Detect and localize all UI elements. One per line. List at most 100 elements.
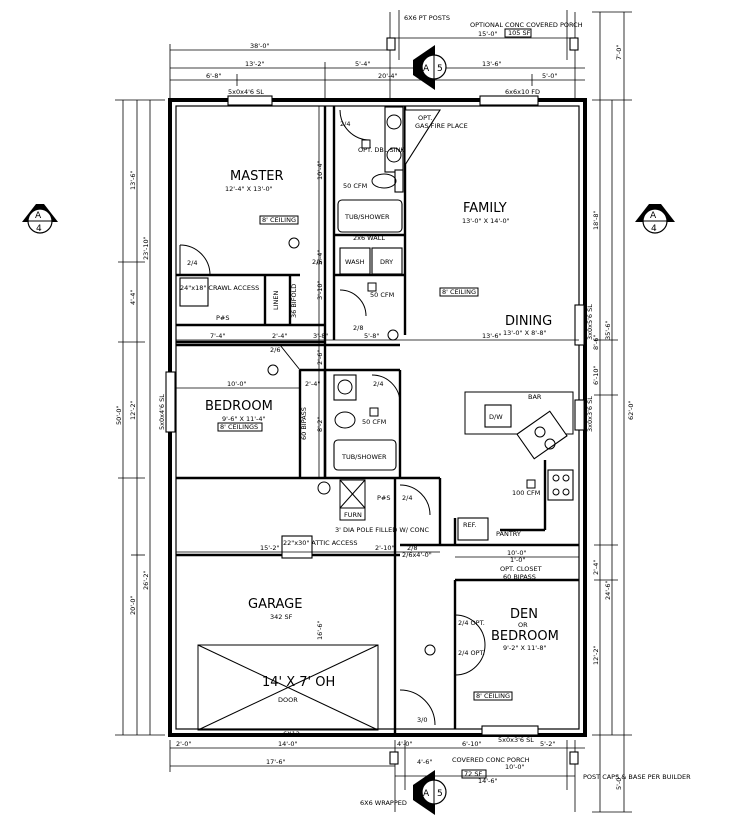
label-window-family: 6x6x10 FD xyxy=(505,88,540,96)
dim-right-4: 8'-6" xyxy=(592,335,600,350)
room-bedroom-size: 9'-6" X 11'-4" xyxy=(222,415,266,423)
section-a5-top-number: 5 xyxy=(437,64,443,74)
room-garage-name: GARAGE xyxy=(248,597,302,612)
label-cfm-laundry: 50 CFM xyxy=(370,291,394,299)
misc-labels: 5x0x4'6 SL 6x6x10 FD OPT. GAS FIRE PLACE… xyxy=(158,88,594,744)
dim-int-11: 1'-0" xyxy=(510,556,525,564)
dim-top-3: 13'-6" xyxy=(482,60,502,68)
room-bedroom-name: BEDROOM xyxy=(205,399,273,414)
dim-right-9: 12'-2" xyxy=(592,645,600,665)
label-wash: WASH xyxy=(345,258,365,266)
dim-top-4: 6'-8" xyxy=(206,72,221,80)
bottom-dimensions: 2'-0" 14'-0" 4'-0" 6'-10" 5'-2" 17'-6" 4… xyxy=(169,740,691,812)
dim-int-9: 2'-10" xyxy=(375,544,395,552)
room-bedroom-ceiling: 8' CEILINGS xyxy=(220,423,258,431)
label-porch-sf: 72 SF xyxy=(464,770,482,778)
section-a4-right-letter: A xyxy=(650,211,657,221)
dim-bot-5: 5'-2" xyxy=(540,740,555,748)
section-a4-right-number: 4 xyxy=(651,224,657,234)
top-dimensions: 38'-0" 15'-0" 13'-2" 5'-4" 13'-6" 6'-8" … xyxy=(169,10,585,100)
label-window-bed: 5x0x4'6 SL xyxy=(158,394,166,430)
section-marker-a5-top: A 5 xyxy=(413,45,447,90)
label-opt-fp: OPT. xyxy=(418,114,432,122)
interior-walls xyxy=(176,106,579,735)
dim-bot-9: 14'-6" xyxy=(478,777,498,785)
label-window-kit: 3x0x3'6 SL xyxy=(586,396,594,432)
dim-bot-7: 4'-6" xyxy=(417,758,432,766)
dim-left-6: 26'-2" xyxy=(142,570,150,590)
right-dimensions: 7'-0" 18'-8" 62'-0" 8'-6" 6'-10" 35'-6" … xyxy=(592,11,635,813)
label-cfm-hallbath: 50 CFM xyxy=(362,418,386,426)
fixtures xyxy=(165,95,585,736)
section-marker-a4-left: A 4 xyxy=(22,204,58,234)
dim-top-5: 20'-4" xyxy=(378,72,398,80)
label-dbl-sink: OPT. DBL SINK xyxy=(358,146,405,154)
garage-door-size: 14' X 7' OH xyxy=(262,675,335,690)
garage-door-label: DOOR xyxy=(278,696,298,704)
section-a5-bottom-number: 5 xyxy=(437,789,443,799)
label-window-side: 3x0x5'6 SL xyxy=(586,304,594,340)
dim-right-2: 18'-8" xyxy=(592,210,600,230)
section-a4-left-letter: A xyxy=(35,211,42,221)
label-tub-hall: TUB/SHOWER xyxy=(341,453,387,461)
label-crawl: 24"x18" CRAWL ACCESS xyxy=(180,284,259,292)
room-den-or: OR xyxy=(518,621,528,629)
porch-posts xyxy=(386,37,579,765)
room-den-alt: BEDROOM xyxy=(491,629,559,644)
label-cfm-kitchen: 100 CFM xyxy=(512,489,540,497)
dim-right-10: 5'-0" xyxy=(615,775,623,790)
room-master-size: 12'-4" X 13'-0" xyxy=(225,185,273,193)
section-a4-left-number: 4 xyxy=(36,224,42,234)
room-family-name: FAMILY xyxy=(463,201,507,216)
dim-int-5: 13'-6" xyxy=(482,332,502,340)
label-furn: FURN xyxy=(344,511,362,519)
dim-int-6: 10'-0" xyxy=(227,380,247,388)
label-door-master: 2/4 xyxy=(187,259,197,267)
label-door-den-2: 2/4 OPT. xyxy=(458,649,485,657)
room-dining-name: DINING xyxy=(505,314,552,329)
label-covered-porch: COVERED CONC PORCH xyxy=(452,756,530,764)
room-den-name: DEN xyxy=(510,607,538,622)
dim-left-2: 23'-10" xyxy=(142,236,150,260)
dim-mid-6: 16'-6" xyxy=(316,620,324,640)
label-window-master: 5x0x4'6 SL xyxy=(228,88,264,96)
dim-int-1: 7'-4" xyxy=(210,332,225,340)
label-header: 6X12 xyxy=(283,730,300,738)
room-master-ceiling: 8' CEILING xyxy=(262,216,296,224)
label-furn-dim: 2/6x4'-0" xyxy=(402,551,432,559)
dim-right-5: 6'-10" xyxy=(592,365,600,385)
label-ref: REF. xyxy=(463,521,476,529)
dim-int-2: 2'-4" xyxy=(272,332,287,340)
dim-int-7: 2'-4" xyxy=(305,380,320,388)
dim-left-1: 13'-6" xyxy=(129,170,137,190)
dim-top-2: 5'-4" xyxy=(355,60,370,68)
room-den-ceiling: 8' CEILING xyxy=(476,692,510,700)
dim-right-8: 2'-4" xyxy=(592,560,600,575)
label-attic: 22"x30" ATTIC ACCESS xyxy=(283,539,358,547)
interior-dimensions: 7'-4" 2'-4" 3'-8" 5'-8" 13'-6" 10'-0" 2'… xyxy=(176,106,579,640)
dim-left-5: 50'-0" xyxy=(115,405,123,425)
section-a5-bottom-letter: A xyxy=(423,789,430,799)
label-door-garage: 2/8 xyxy=(407,544,417,552)
label-cfm-master: 50 CFM xyxy=(343,182,367,190)
left-dimensions: 13'-6" 23'-10" 4'-4" 12'-2" 50'-0" 26'-2… xyxy=(115,99,165,736)
dim-left-7: 20'-0" xyxy=(129,595,137,615)
label-linen: LINEN xyxy=(272,290,280,310)
dim-bot-3: 4'-0" xyxy=(397,740,412,748)
label-2x6-wall: 2x6 WALL xyxy=(353,234,385,242)
dim-mid-4: 2'-6" xyxy=(316,350,324,365)
section-marker-a4-right: A 4 xyxy=(635,204,675,234)
dim-bot-6: 17'-6" xyxy=(266,758,286,766)
label-window-den: 5x0x3'6 SL xyxy=(498,736,534,744)
dim-bot-2: 14'-0" xyxy=(278,740,298,748)
doors xyxy=(179,109,486,726)
dim-bot-4: 6'-10" xyxy=(462,740,482,748)
label-bipass-bed: 60 BIPASS xyxy=(300,407,308,440)
label-porch-area: 105 SF xyxy=(508,29,531,37)
label-opt-closet: OPT. CLOSET xyxy=(500,565,542,573)
section-a5-top-letter: A xyxy=(423,64,430,74)
room-labels: MASTER 12'-4" X 13'-0" 8' CEILING FAMILY… xyxy=(205,169,559,704)
dim-top-porch: 15'-0" xyxy=(478,30,498,38)
label-bifold: 36 BIFOLD xyxy=(290,284,298,318)
